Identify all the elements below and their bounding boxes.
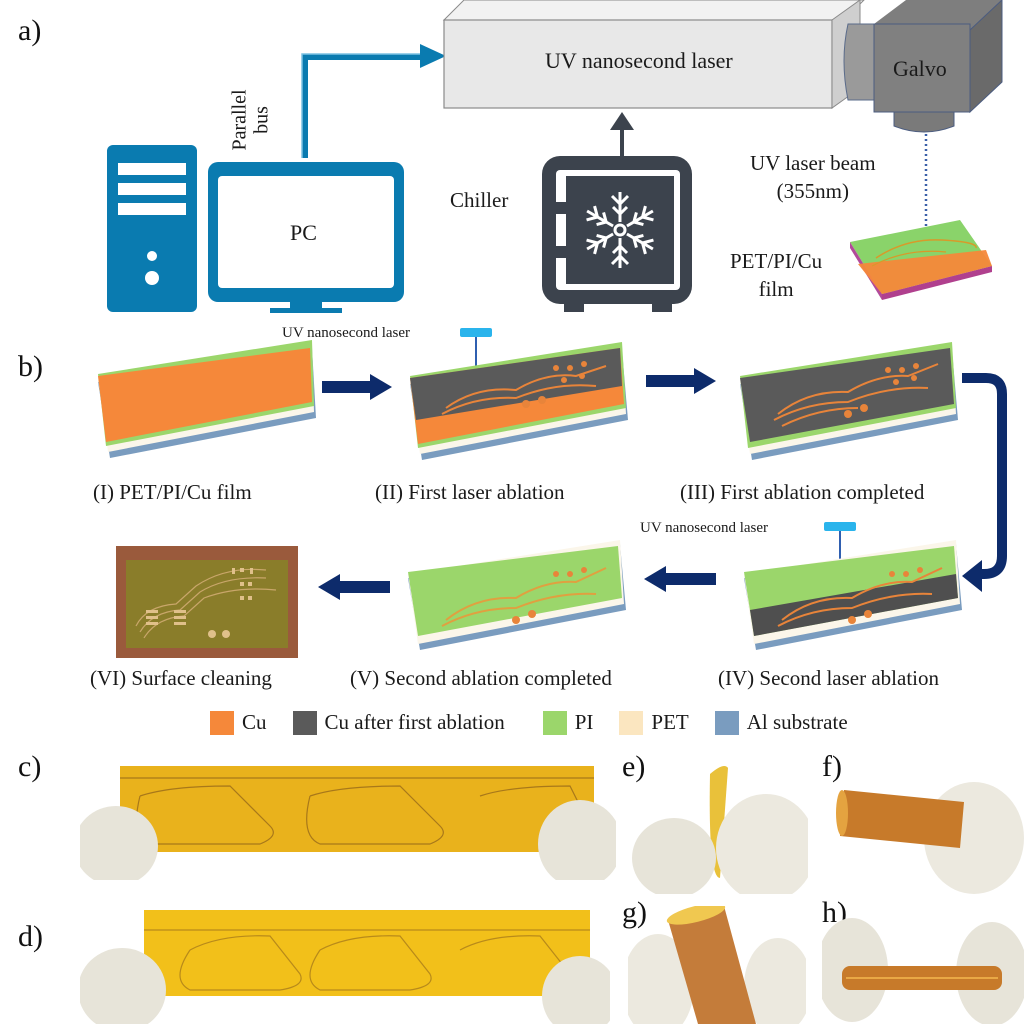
parallel-bus-label-line2: bus	[250, 106, 273, 134]
parallel-bus-label: Parallel bus	[229, 89, 273, 150]
photo-f-rolled-circuit	[836, 776, 1024, 894]
step-5-caption: (V) Second ablation completed	[350, 666, 612, 690]
legend-swatch-cu	[210, 710, 234, 735]
legend-swatch-pi	[542, 710, 567, 735]
chiller-label: Chiller	[450, 188, 509, 212]
legend-item-cu-ablated: Cu after first ablation	[292, 710, 505, 735]
photo-e-bent-circuit	[624, 758, 808, 894]
legend-item-al: Al substrate	[714, 710, 848, 735]
legend-swatch-cu-ablated	[292, 710, 317, 735]
legend-swatch-pet	[619, 710, 644, 735]
photo-h-rolled-circuit	[822, 910, 1024, 1024]
legend-item-cu: Cu	[210, 710, 267, 735]
step-4-caption: (IV) Second laser ablation	[718, 666, 940, 690]
photo-d-flexible-circuit	[80, 910, 610, 1024]
arrow-left-2	[318, 574, 390, 600]
step-4-film	[744, 540, 962, 650]
uv-beam-label-line2: (355nm)	[776, 179, 849, 203]
panel-d-label: d)	[18, 920, 43, 953]
uv-beam-label: UV laser beam (355nm)	[750, 149, 876, 205]
legend-label-al: Al substrate	[746, 710, 848, 734]
uv-laser-label: UV nanosecond laser	[545, 48, 733, 73]
photo-c-flexible-circuit	[80, 766, 616, 880]
step-3-film	[740, 342, 958, 460]
materials-legend: Cu Cu after first ablation PI PET Al sub…	[210, 710, 874, 735]
arrow-left-1	[644, 566, 716, 592]
panel-c-label: c)	[18, 750, 42, 783]
step-5-film	[408, 540, 626, 650]
panel-b-label: b)	[18, 350, 43, 383]
panel-a-label: a)	[18, 14, 42, 47]
galvo-label: Galvo	[893, 56, 947, 81]
step-1-caption: (I) PET/PI/Cu film	[93, 480, 252, 504]
panel-e-label: e)	[622, 750, 646, 783]
photo-g-rolled-circuit	[628, 906, 806, 1024]
legend-item-pet: PET	[619, 710, 689, 735]
parallel-bus-arrow	[301, 44, 446, 158]
step-6-caption: (VI) Surface cleaning	[90, 666, 272, 690]
legend-label-cu: Cu	[242, 710, 267, 734]
film-label-line1: PET/PI/Cu	[730, 249, 823, 273]
legend-swatch-al	[714, 710, 739, 735]
legend-label-pet: PET	[651, 710, 689, 734]
panel-f-label: f)	[822, 750, 842, 783]
pet-pi-cu-film-icon	[850, 220, 992, 300]
panel-g-label: g)	[622, 896, 647, 929]
parallel-bus-label-line1: Parallel	[228, 89, 251, 151]
computer-tower-icon	[107, 145, 197, 312]
step-2-film	[410, 342, 628, 460]
arrow-right-2	[646, 368, 716, 394]
step-1-film	[98, 340, 316, 458]
film-label: PET/PI/Cu film	[730, 247, 822, 303]
galvo-box	[843, 0, 1003, 133]
pc-label: PC	[290, 220, 317, 245]
step-3-caption: (III) First ablation completed	[680, 480, 925, 504]
arrow-down-turn	[962, 373, 1007, 592]
film-label-line2: film	[758, 277, 794, 301]
laser-annotation-2: UV nanosecond laser	[640, 520, 769, 536]
legend-label-pi: PI	[574, 710, 594, 734]
monitor-icon	[208, 162, 404, 313]
chiller-icon	[542, 112, 692, 312]
legend-label-cu-ablated: Cu after first ablation	[324, 710, 505, 734]
legend-item-pi: PI	[542, 710, 594, 735]
step-6-photo	[116, 546, 298, 658]
uv-beam-label-line1: UV laser beam	[750, 151, 876, 175]
step-2-caption: (II) First laser ablation	[375, 480, 565, 504]
arrow-right-1	[322, 374, 392, 400]
laser-annotation-1: UV nanosecond laser	[282, 325, 411, 341]
